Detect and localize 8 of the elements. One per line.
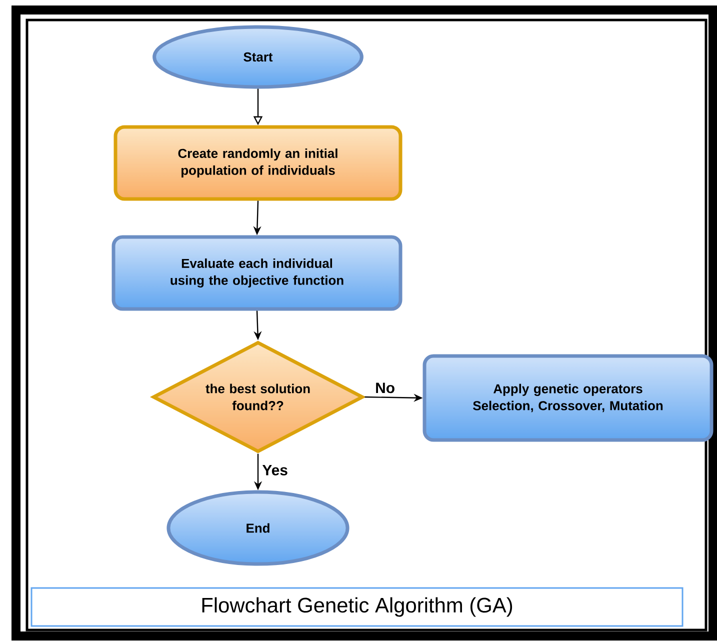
process-box: Evaluate each individual using the objective function [112,235,402,311]
edge-label: No [376,382,394,394]
start-oval: Start [152,25,364,89]
process-box: Create randomly an initial population of individuals [114,125,402,201]
process-box: Apply genetic operators Selection, Crossover, Mutation [422,354,714,442]
end-oval: End [166,490,350,566]
edge-label: Yes [262,464,288,476]
caption-box: Flowchart Genetic Algorithm (GA) [30,587,684,627]
